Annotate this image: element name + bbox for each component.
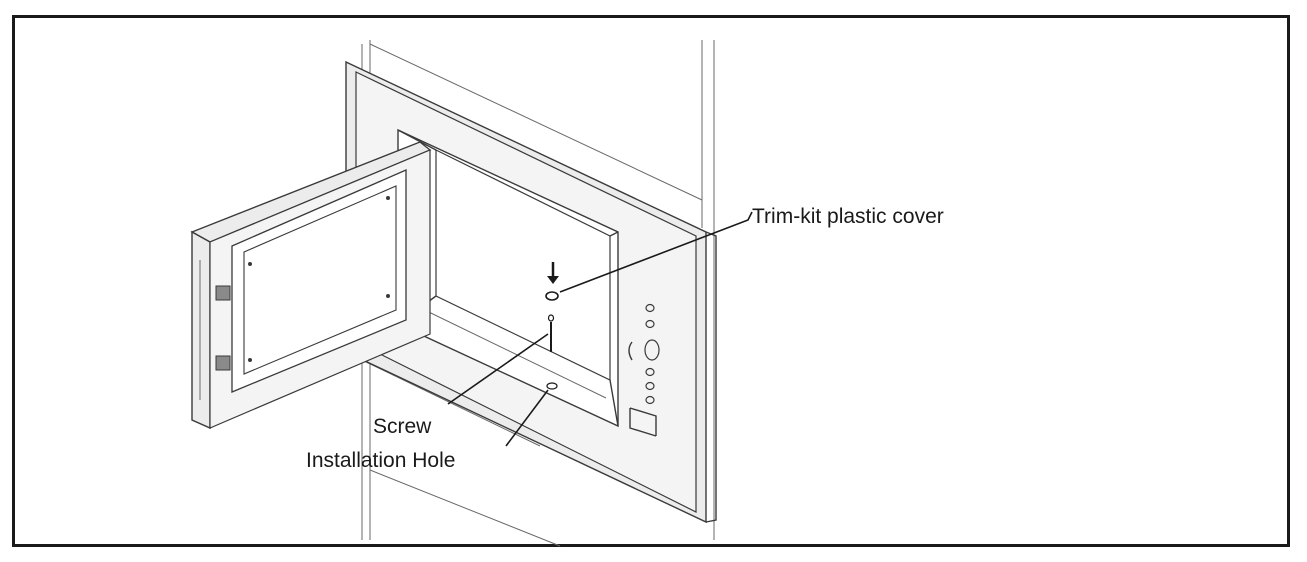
control-button-icon	[645, 395, 655, 405]
control-panel	[628, 303, 660, 437]
screw-head-icon	[547, 314, 555, 322]
control-button-icon	[645, 381, 655, 391]
label-trim-kit-cover: Trim-kit plastic cover	[752, 205, 944, 228]
plastic-cover-icon	[545, 291, 559, 301]
dial-arc-icon	[628, 341, 633, 361]
control-button-icon	[645, 303, 655, 313]
installation-hole-icon	[546, 382, 558, 390]
control-button-icon	[645, 367, 655, 377]
control-button-icon	[645, 319, 655, 329]
microwave-door	[190, 141, 432, 430]
dial-icon	[644, 339, 660, 361]
down-arrow-head-icon	[547, 276, 559, 284]
door-hinge-icon	[215, 285, 231, 301]
trim-cover-assembly	[545, 262, 559, 390]
label-installation-hole: Installation Hole	[306, 449, 455, 472]
label-screw: Screw	[373, 415, 432, 438]
callout-leaders	[447, 211, 753, 447]
oven-cavity	[397, 128, 619, 428]
door-hinge-icon	[215, 355, 231, 371]
door-release-icon	[629, 407, 657, 437]
